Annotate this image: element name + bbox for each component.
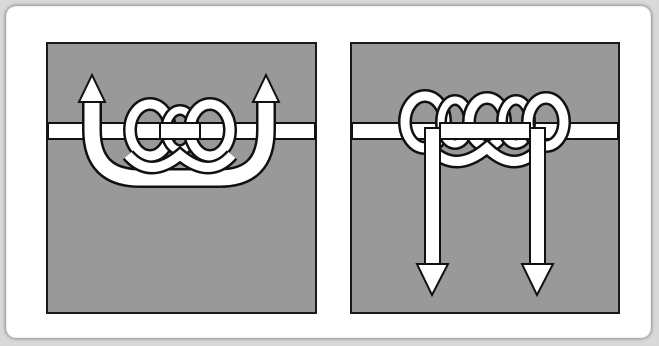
left-up-arrow-right-icon: [251, 72, 281, 103]
left-panel: [46, 42, 317, 314]
left-up-arrow-left-icon: [77, 72, 107, 103]
right-down-arrow-right-icon: [520, 263, 555, 298]
right-down-strand-right: [529, 127, 546, 267]
right-panel-background: [350, 42, 620, 314]
right-down-arrow-left-icon: [415, 263, 450, 298]
right-down-strand-left: [424, 127, 441, 267]
left-chain-loops: [122, 97, 238, 175]
right-panel: [350, 42, 620, 314]
